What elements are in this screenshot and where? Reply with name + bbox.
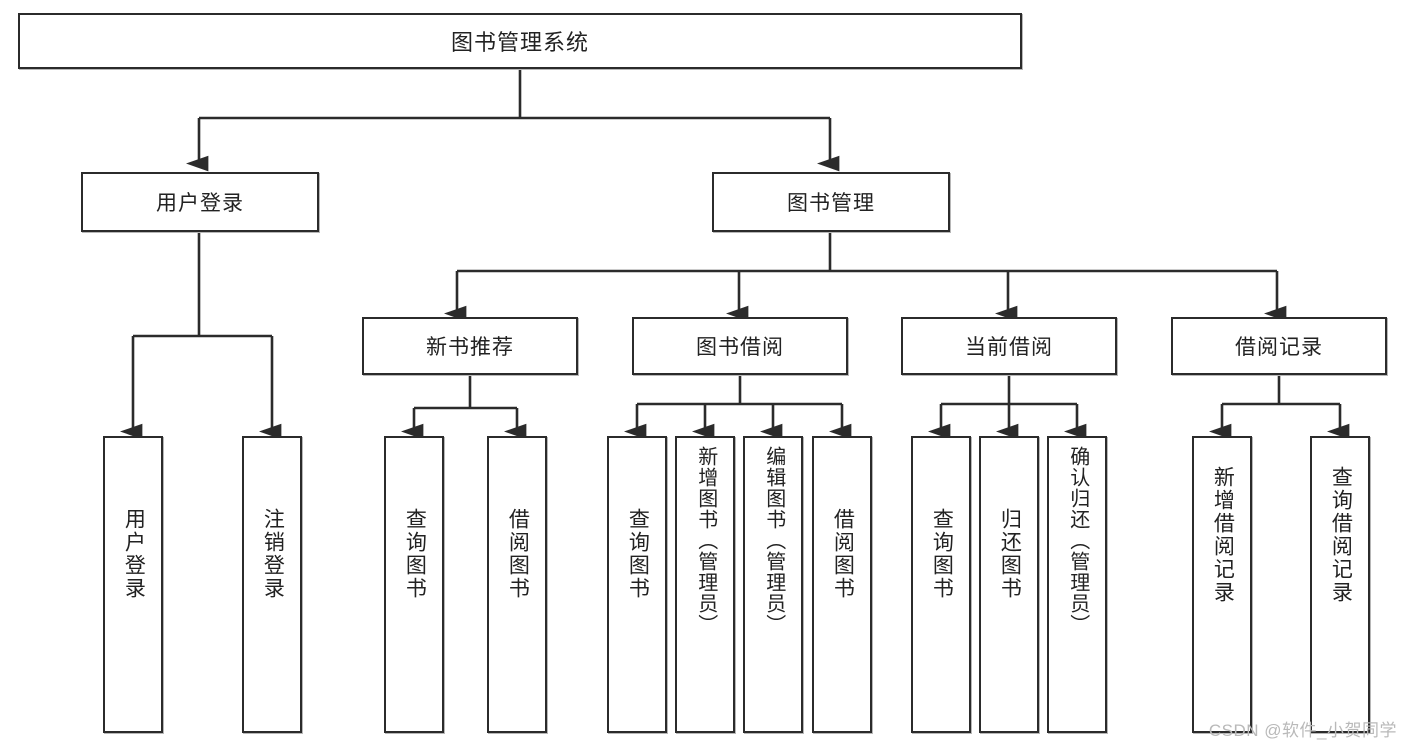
node-label: 借阅图书 <box>506 508 530 600</box>
leaf-add-borrow-record[interactable]: 新增借阅记录 <box>1192 436 1252 733</box>
node-label: 注销登录 <box>261 508 285 600</box>
leaf-borrow-book-borrow[interactable]: 借阅图书 <box>812 436 872 733</box>
node-label: 新书推荐 <box>426 336 514 359</box>
node-label: 图书管理系统 <box>450 30 589 55</box>
leaf-add-book-admin[interactable]: 新增图书（管理员） <box>675 436 735 733</box>
node-label: 借阅图书 <box>831 508 855 600</box>
leaf-query-book-recommend[interactable]: 查询图书 <box>384 436 444 733</box>
leaf-query-borrow-record[interactable]: 查询借阅记录 <box>1310 436 1370 733</box>
leaf-confirm-return-admin[interactable]: 确认归还（管理员） <box>1047 436 1107 733</box>
leaf-edit-book-admin[interactable]: 编辑图书（管理员） <box>743 436 803 733</box>
node-label: 编辑图书（管理员） <box>762 446 785 635</box>
node-book-borrow[interactable]: 图书借阅 <box>632 317 848 375</box>
node-label: 新增借阅记录 <box>1211 466 1235 604</box>
node-label: 当前借阅 <box>965 336 1053 359</box>
watermark-csdn: CSDN @软件_小贺同学 <box>1208 721 1397 740</box>
node-label: 图书管理 <box>787 192 875 215</box>
node-label: 图书借阅 <box>696 336 784 359</box>
node-label: 归还图书 <box>998 508 1022 600</box>
node-label: 查询图书 <box>626 508 650 600</box>
node-user-login[interactable]: 用户登录 <box>81 172 319 232</box>
node-borrow-record[interactable]: 借阅记录 <box>1171 317 1387 375</box>
leaf-query-book-current[interactable]: 查询图书 <box>911 436 971 733</box>
node-label: 新增图书（管理员） <box>694 446 717 635</box>
node-new-book-recommend[interactable]: 新书推荐 <box>362 317 578 375</box>
leaf-return-book[interactable]: 归还图书 <box>979 436 1039 733</box>
node-label: 用户登录 <box>122 508 146 600</box>
node-label: 查询借阅记录 <box>1329 466 1353 604</box>
node-label: 用户登录 <box>156 192 244 215</box>
leaf-borrow-book-recommend[interactable]: 借阅图书 <box>487 436 547 733</box>
node-current-borrow[interactable]: 当前借阅 <box>901 317 1117 375</box>
node-label: 查询图书 <box>403 508 427 600</box>
leaf-user-logout[interactable]: 注销登录 <box>242 436 302 733</box>
node-label: 借阅记录 <box>1235 336 1323 359</box>
node-book-manage[interactable]: 图书管理 <box>712 172 950 232</box>
leaf-query-book-borrow[interactable]: 查询图书 <box>607 436 667 733</box>
leaf-user-login[interactable]: 用户登录 <box>103 436 163 733</box>
node-root-book-management-system[interactable]: 图书管理系统 <box>18 13 1022 69</box>
node-label: 确认归还（管理员） <box>1066 446 1089 635</box>
node-label: 查询图书 <box>930 508 954 600</box>
